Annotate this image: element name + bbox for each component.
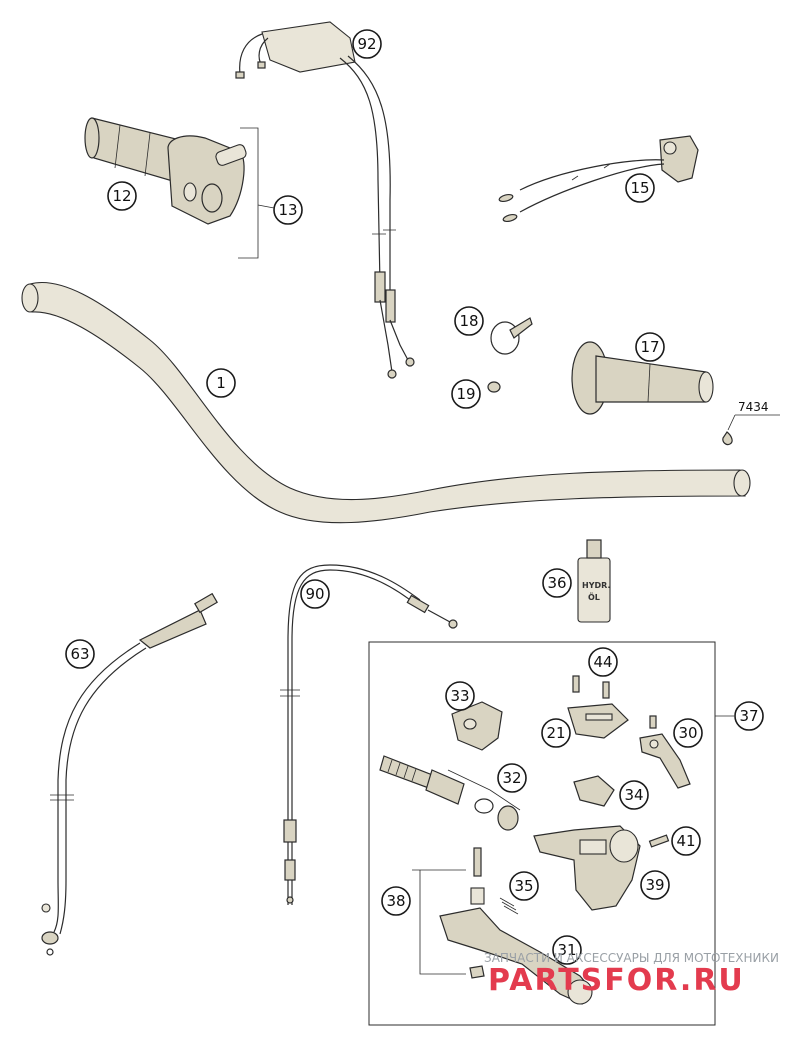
svg-text:7434: 7434 <box>738 400 769 414</box>
svg-text:18: 18 <box>459 312 478 330</box>
svg-text:34: 34 <box>624 786 643 804</box>
throttle-grip <box>84 117 189 183</box>
callout-92: 92 <box>352 29 382 59</box>
cable-tie <box>490 317 533 355</box>
callout-19: 19 <box>451 379 481 409</box>
bolt-41 <box>648 834 670 848</box>
throttle-housing <box>167 127 259 259</box>
svg-text:38: 38 <box>386 892 405 910</box>
svg-text:19: 19 <box>456 385 475 403</box>
svg-text:41: 41 <box>676 832 695 850</box>
svg-text:33: 33 <box>450 687 469 705</box>
master-cylinder-kit-box <box>368 641 734 1026</box>
callout-33: 21 <box>541 718 571 748</box>
svg-text:21: 21 <box>546 724 565 742</box>
screws-44 <box>572 675 610 699</box>
clamp-37 <box>451 701 503 751</box>
callout-37: 33 <box>445 681 475 711</box>
callout-34: 34 <box>619 780 649 810</box>
brake-hose <box>41 592 218 956</box>
callout-90: 90 <box>300 579 330 609</box>
control-cable <box>280 564 458 905</box>
part-7434: 7434 <box>722 400 780 446</box>
hydraulic-oil-bottle: HYDR. ÖL <box>577 539 611 623</box>
watermark: ЗАПЧАСТИ И АКСЕССУАРЫ ДЛЯ МОТОТЕХНИКИ PA… <box>484 951 779 998</box>
left-grip <box>571 341 714 415</box>
svg-text:17: 17 <box>640 338 659 356</box>
svg-text:30: 30 <box>678 724 697 742</box>
callout-17: 17 <box>635 332 665 362</box>
callout-12: 12 <box>107 181 137 211</box>
callout-30: 37 <box>734 701 764 731</box>
watermark-brand: PARTSFOR.RU <box>488 963 745 998</box>
handlebar <box>21 282 751 524</box>
callout-15: 15 <box>625 173 655 203</box>
callout-31: 31 <box>552 935 582 965</box>
callout-13: 13 <box>257 195 303 225</box>
svg-text:HYDR.: HYDR. <box>582 581 610 590</box>
watermark-caption: ЗАПЧАСТИ И АКСЕССУАРЫ ДЛЯ МОТОТЕХНИКИ <box>484 951 779 965</box>
callout-1: 1 <box>206 368 236 398</box>
callout-36: 36 <box>542 568 572 598</box>
svg-text:15: 15 <box>630 179 649 197</box>
master-cylinder-39 <box>533 825 641 911</box>
adjuster-21 <box>639 715 691 789</box>
diaphragm-34 <box>573 775 615 807</box>
brake-lever-31 <box>439 907 593 1005</box>
grommet <box>487 381 501 393</box>
svg-text:37: 37 <box>739 707 758 725</box>
pivot-bolt-38 <box>412 847 485 979</box>
callout-39: 39 <box>640 870 670 900</box>
svg-text:13: 13 <box>278 201 297 219</box>
svg-text:35: 35 <box>514 877 533 895</box>
svg-text:39: 39 <box>645 876 664 894</box>
svg-text:36: 36 <box>547 574 566 592</box>
callout-41: 41 <box>671 826 701 856</box>
reservoir-cover-33 <box>567 703 629 739</box>
svg-text:63: 63 <box>70 645 89 663</box>
svg-text:90: 90 <box>305 585 324 603</box>
kill-switch <box>498 135 699 223</box>
svg-text:92: 92 <box>357 35 376 53</box>
spring-35 <box>499 897 519 915</box>
callout-18: 18 <box>454 306 484 336</box>
svg-text:31: 31 <box>557 941 576 959</box>
svg-text:32: 32 <box>502 769 521 787</box>
callout-35: 35 <box>509 871 539 901</box>
callout-21: 30 <box>673 718 703 748</box>
piston-kit-32 <box>379 755 521 831</box>
callout-63: 63 <box>65 639 95 669</box>
callout-44: 44 <box>588 647 618 677</box>
svg-text:44: 44 <box>593 653 612 671</box>
svg-text:12: 12 <box>112 187 131 205</box>
svg-text:1: 1 <box>216 374 226 392</box>
svg-text:ÖL: ÖL <box>588 592 600 602</box>
callout-38: 38 <box>381 886 411 916</box>
throttle-cables <box>235 21 415 379</box>
callout-32: 32 <box>497 763 527 793</box>
